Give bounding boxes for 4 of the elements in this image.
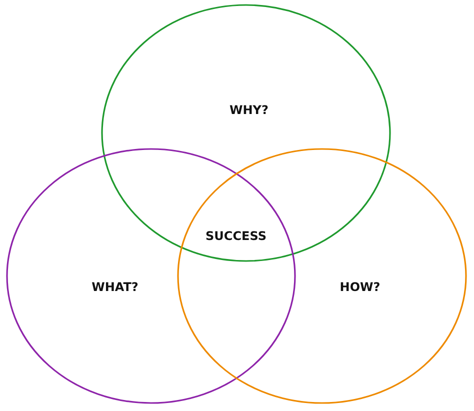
set-label: HOW? — [340, 280, 380, 294]
intersection-label: SUCCESS — [206, 229, 266, 243]
set-label: WHY? — [230, 103, 268, 117]
set-label: WHAT? — [92, 280, 138, 294]
